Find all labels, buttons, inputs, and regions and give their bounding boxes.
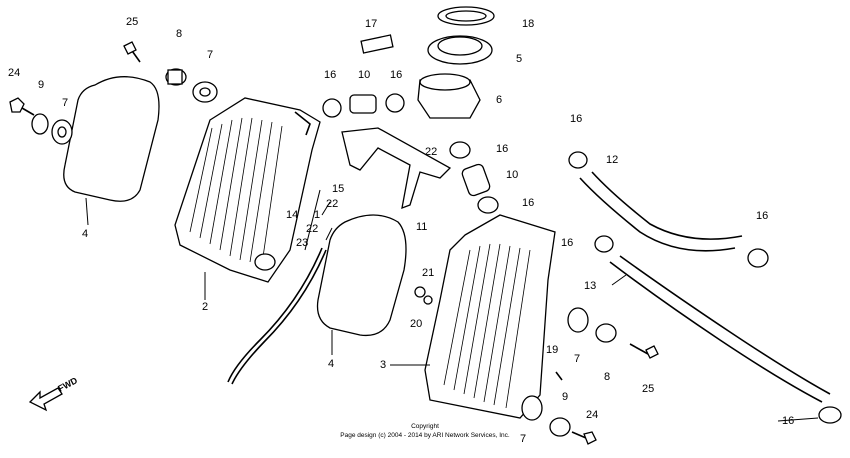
overflow-tube	[227, 247, 323, 383]
upper-hoses	[322, 93, 405, 118]
callout-labels: 25 8 7 24 9 7 4 2 17 18 5 6 16 10 16 22 …	[8, 16, 794, 445]
label-24: 24	[586, 409, 598, 421]
radiator-hose-12	[568, 151, 769, 268]
label-8: 8	[176, 28, 182, 40]
label-7: 7	[62, 97, 68, 109]
label-20: 20	[410, 318, 422, 330]
radiator-hose-13	[609, 255, 842, 424]
label-19: 19	[546, 344, 558, 356]
label-21: 21	[422, 267, 434, 279]
label-16: 16	[522, 197, 534, 209]
left-bolt-washer-grommet	[9, 97, 73, 145]
label-14: 14	[286, 209, 298, 221]
left-radiator-guard	[63, 76, 160, 202]
label-22: 22	[425, 146, 437, 158]
label-16: 16	[570, 113, 582, 125]
label-22: 22	[306, 223, 318, 235]
copyright-line-2: Page design (c) 2004 - 2014 by ARI Netwo…	[340, 432, 510, 439]
label-10: 10	[358, 69, 370, 81]
label-12: 12	[606, 154, 618, 166]
copyright-line-1: Copyright	[411, 423, 439, 430]
label-16: 16	[390, 69, 402, 81]
label-25: 25	[126, 16, 138, 28]
label-22: 22	[326, 198, 338, 210]
label-18: 18	[522, 18, 534, 30]
center-hoses	[449, 141, 499, 214]
label-16: 16	[782, 415, 794, 427]
filler-neck-and-cap	[360, 6, 495, 119]
right-radiator	[424, 214, 556, 419]
copyright-notice: Copyright Page design (c) 2004 - 2014 by…	[340, 423, 510, 439]
fwd-label: FWD	[56, 375, 79, 394]
label-2: 2	[202, 301, 208, 313]
label-4: 4	[328, 358, 334, 370]
leader-lines	[85, 189, 819, 422]
label-17: 17	[365, 18, 377, 30]
left-radiator	[174, 97, 321, 283]
top-bolt-collar-grommet	[123, 41, 218, 103]
label-23: 23	[296, 237, 308, 249]
right-mounting-hardware	[521, 307, 659, 445]
label-3: 3	[380, 359, 386, 371]
label-15: 15	[332, 183, 344, 195]
label-5: 5	[516, 53, 522, 65]
label-7: 7	[520, 433, 526, 445]
label-1: 1	[314, 209, 320, 221]
label-6: 6	[496, 94, 502, 106]
label-25: 25	[642, 383, 654, 395]
label-16: 16	[324, 69, 336, 81]
label-16: 16	[561, 237, 573, 249]
radiator-bracket	[341, 127, 452, 210]
label-13: 13	[584, 280, 596, 292]
small-fasteners	[414, 286, 563, 381]
label-8: 8	[604, 371, 610, 383]
label-7: 7	[207, 49, 213, 61]
label-4: 4	[82, 228, 88, 240]
label-24: 24	[8, 67, 20, 79]
label-11: 11	[416, 221, 427, 233]
fwd-arrow: FWD	[28, 375, 79, 412]
label-16: 16	[756, 210, 768, 222]
overflow-tube-inner	[231, 249, 327, 385]
center-radiator-guard	[316, 214, 407, 337]
label-16: 16	[496, 143, 508, 155]
label-10: 10	[506, 169, 518, 181]
label-7: 7	[574, 353, 580, 365]
label-9: 9	[38, 79, 44, 91]
label-9: 9	[562, 391, 568, 403]
